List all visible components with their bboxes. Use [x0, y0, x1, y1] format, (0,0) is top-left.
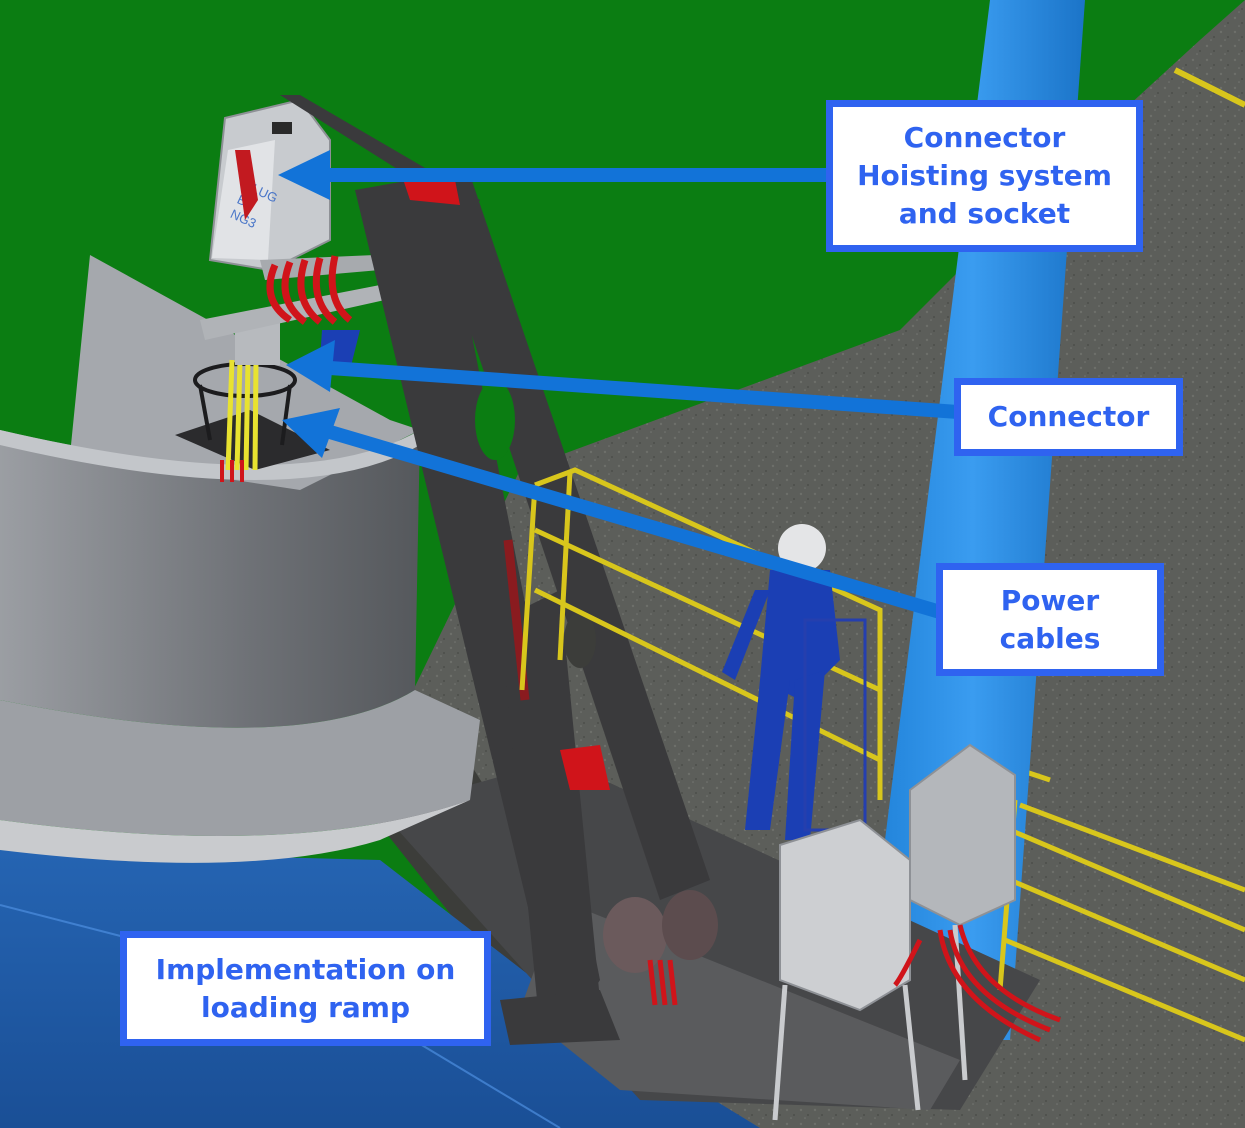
callout-hoisting-text: Connector Hoisting system and socket [857, 121, 1112, 230]
deck-yellow-line [1173, 67, 1245, 108]
electrical-cabinet-front [779, 818, 911, 1012]
yellow-railing [519, 467, 1245, 1043]
yellow-cable-bundle [225, 359, 259, 471]
red-cables-bottom [893, 924, 1061, 1043]
callout-ramp-text: Implementation on loading ramp [155, 952, 456, 1024]
callout-connector-text: Connector [987, 400, 1150, 433]
callout-power-cables: Power cables [936, 563, 1164, 676]
blue-pillar [860, 0, 1085, 1040]
callout-power-text: Power cables [999, 583, 1101, 655]
arrow-power-cables [282, 408, 942, 619]
callout-loading-ramp: Implementation on loading ramp [120, 931, 491, 1046]
callout-connector: Connector [954, 378, 1183, 456]
cable-reel [603, 897, 667, 973]
tower-base-ring [0, 690, 480, 836]
arrow-hoisting [278, 150, 830, 200]
arrow-connector [286, 340, 959, 419]
red-cable-loops [266, 255, 353, 325]
cylinder-tower [0, 430, 420, 728]
callout-hoisting-system: Connector Hoisting system and socket [826, 100, 1143, 252]
electrical-cabinet-rear [909, 743, 1016, 927]
connector-base [175, 410, 330, 470]
callout-arrows [278, 150, 959, 619]
worker-figure [722, 524, 867, 840]
